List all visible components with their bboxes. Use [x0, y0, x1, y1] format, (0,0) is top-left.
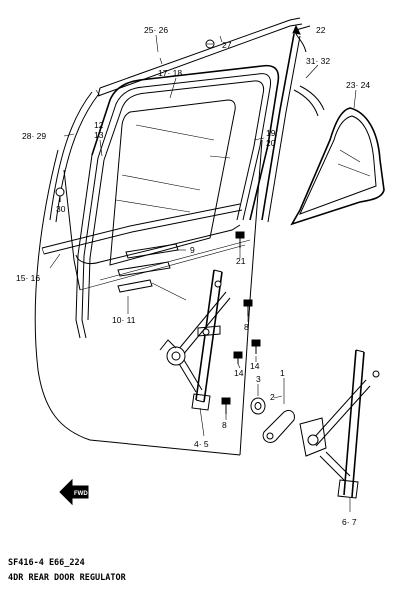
door-panel — [34, 139, 263, 456]
clip-30 — [55, 187, 65, 202]
forward-arrow: FWD — [59, 478, 89, 506]
callout-27: 27 — [222, 40, 232, 50]
callout-6-7: 6· 7 — [342, 517, 357, 527]
diagram-code: SF416-4 E66_224 — [8, 558, 85, 568]
callout-25-26: 25· 26 — [144, 25, 168, 35]
callout-19: 19 — [266, 128, 276, 138]
callout-10-11: 10· 11 — [112, 315, 136, 325]
callout-8-upper: 8 — [244, 322, 249, 332]
callout-14-left: 14 — [234, 368, 244, 378]
regulator-right — [299, 349, 380, 499]
callout-20: 20 — [266, 138, 276, 148]
diagram-caption: SF416-4 E66_224 4DR REAR DOOR REGULATOR — [8, 558, 127, 583]
quarter-channel — [261, 33, 325, 223]
roof-molding — [97, 17, 303, 97]
belt-molding — [41, 203, 243, 255]
clip-27 — [205, 39, 215, 49]
callout-15-16: 15· 16 — [16, 273, 40, 283]
leader-lines — [49, 34, 357, 512]
regulator-left — [159, 269, 231, 411]
bolts — [221, 299, 261, 414]
callout-30: 30 — [56, 204, 66, 214]
washer-3 — [250, 397, 266, 415]
callout-14-right: 14 — [250, 361, 260, 371]
callout-3: 3 — [256, 374, 261, 384]
handle-1-2 — [262, 395, 295, 443]
callout-28-29: 28· 29 — [22, 131, 46, 141]
callout-23-24: 23· 24 — [346, 80, 370, 90]
callout-1: 1 — [280, 368, 285, 378]
rivet-22 — [292, 24, 311, 35]
callout-31-32: 31· 32 — [306, 56, 330, 66]
callout-2: 2 — [270, 392, 275, 402]
weatherstrip — [49, 89, 101, 223]
callout-12: 12 — [94, 120, 104, 130]
callout-8-lower: 8 — [222, 420, 227, 430]
callout-22: 22 — [316, 25, 326, 35]
window-frame — [75, 64, 280, 339]
forward-label: FWD — [74, 491, 88, 497]
bolt-21 — [235, 231, 245, 248]
callout-9: 9 — [190, 245, 195, 255]
callout-13: 13 — [94, 130, 104, 140]
callout-labels: 25· 26 22 27 17· 18 31· 32 23· 24 12 13 … — [16, 25, 370, 527]
callout-21: 21 — [236, 256, 246, 266]
callout-4-5: 4· 5 — [194, 439, 209, 449]
window-glass — [109, 99, 236, 266]
inner-strips — [117, 243, 187, 301]
quarter-glass — [290, 107, 385, 226]
diagram-title: 4DR REAR DOOR REGULATOR — [8, 573, 127, 583]
callout-17-18: 17· 18 — [158, 68, 182, 78]
